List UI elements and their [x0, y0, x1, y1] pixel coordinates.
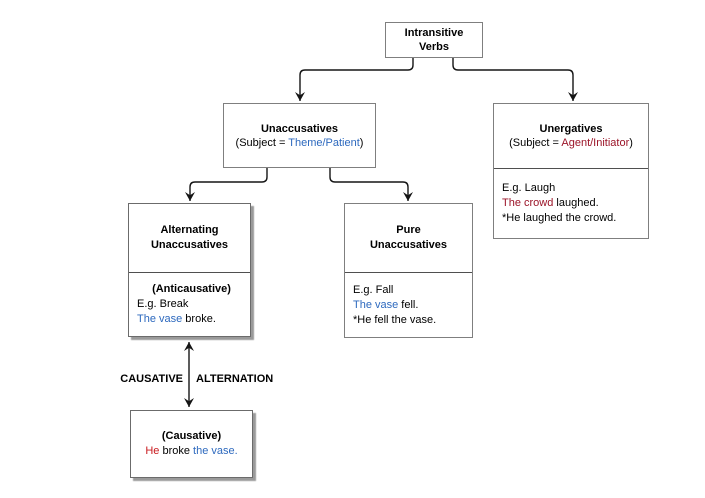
example-subject: The vase [137, 313, 183, 325]
subject-role: Agent/Initiator [561, 137, 630, 149]
subject-suffix: ) [629, 137, 633, 149]
causative-subheading: (Causative) [161, 430, 222, 442]
connector-unaccusatives-to-pure [329, 168, 413, 201]
causative-subject: He [145, 445, 160, 457]
unaccusatives-title: Unaccusatives [260, 122, 339, 135]
ungrammatical-sentence: *He fell the vase. [353, 313, 437, 326]
unergatives-box: Unergatives (Subject = Agent/Initiator) … [493, 103, 649, 239]
label-causative: CAUSATIVE [120, 373, 183, 385]
anticausative-subheading: (Anticausative) [152, 283, 231, 295]
connector-root-to-unaccusatives [295, 58, 414, 101]
causative-content: (Causative) He broke the vase. [131, 411, 252, 477]
subject-prefix: (Subject = [235, 136, 289, 149]
intransitive-verbs-title-block: Intransitive Verbs [386, 23, 482, 57]
pure-examples: E.g. Fall The vase fell. *He fell the va… [345, 272, 472, 337]
intransitive-verbs-title-line2: Verbs [419, 41, 449, 53]
pure-title-line2: Unaccusatives [369, 239, 448, 251]
example-sentence: The vase fell. [353, 298, 468, 313]
unaccusatives-header: Unaccusatives (Subject = Theme/Patient) [224, 104, 375, 167]
causative-sentence: He broke the vase. [131, 444, 252, 459]
subject-suffix: ) [359, 136, 364, 149]
connector-unaccusatives-to-alternating [185, 168, 268, 201]
example-subject: The vase [353, 298, 399, 311]
alternating-title-line2: Unaccusatives [150, 239, 229, 251]
causative-box: (Causative) He broke the vase. [130, 410, 253, 478]
example-sentence: The vase broke. [137, 312, 246, 327]
subject-role: Theme/Patient [288, 136, 360, 149]
example-rest: laughed. [553, 197, 599, 209]
unaccusatives-subject-line: (Subject = Theme/Patient) [224, 136, 375, 150]
intransitive-verbs-box: Intransitive Verbs [385, 22, 483, 58]
label-alternation: ALTERNATION [196, 373, 274, 385]
pure-unaccusatives-box: Pure Unaccusatives E.g. Fall The vase fe… [344, 203, 473, 338]
unaccusatives-box: Unaccusatives (Subject = Theme/Patient) [223, 103, 376, 168]
connector-root-to-unergatives [452, 58, 578, 101]
example-label: E.g. Break [137, 298, 189, 310]
subject-prefix: (Subject = [509, 137, 562, 149]
unergatives-title: Unergatives [539, 123, 603, 135]
example-label: E.g. Fall [353, 283, 394, 296]
example-label: E.g. Laugh [502, 182, 556, 194]
ungrammatical-sentence: *He laughed the crowd. [502, 212, 617, 224]
example-sentence: The crowd laughed. [502, 196, 644, 211]
unergatives-examples: E.g. Laugh The crowd laughed. *He laughe… [494, 168, 648, 238]
pure-header: Pure Unaccusatives [345, 204, 472, 272]
unergatives-header: Unergatives (Subject = Agent/Initiator) [494, 104, 648, 168]
causative-object: the vase. [193, 445, 238, 457]
unergatives-subject-line: (Subject = Agent/Initiator) [494, 136, 648, 150]
alternating-unaccusatives-box: Alternating Unaccusatives (Anticausative… [128, 203, 251, 337]
pure-title-line1: Pure [396, 224, 421, 236]
alternating-header: Alternating Unaccusatives [129, 204, 250, 272]
causative-verb: broke [159, 445, 194, 457]
example-subject: The crowd [502, 197, 554, 209]
example-rest: fell. [398, 298, 419, 311]
alternating-title-line1: Alternating [160, 224, 219, 236]
intransitive-verbs-title-line1: Intransitive [404, 27, 464, 39]
example-rest: broke. [182, 313, 216, 325]
alternating-examples: (Anticausative) E.g. Break The vase brok… [129, 272, 250, 336]
